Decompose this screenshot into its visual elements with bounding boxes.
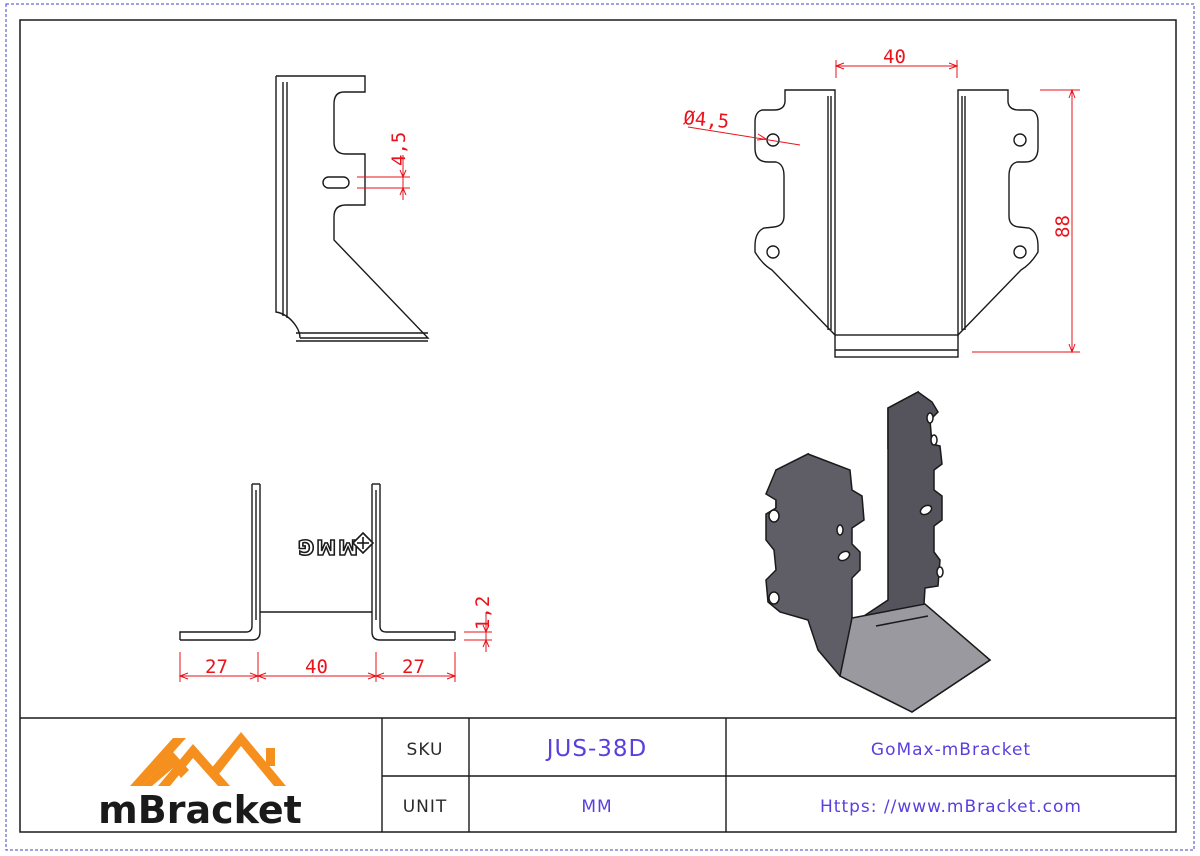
side-view-hole-dim-label: 4,5: [388, 132, 410, 166]
embossed-logo: MMG: [295, 531, 375, 560]
roof-right-icon: [210, 732, 286, 786]
front-view-hole-dimension: [687, 126, 801, 146]
sku-value: JUS-38D: [545, 736, 648, 762]
bottom-view-flange-dimensions: [178, 652, 457, 682]
iso-seat: [839, 603, 992, 713]
sku-label: SKU: [407, 740, 444, 760]
bottom-view-right-flange-label: 27: [402, 656, 425, 678]
bottom-view-thickness-dimension: [464, 612, 492, 652]
roof-left-icon: [130, 738, 186, 786]
brand-logo: mBracket: [98, 732, 302, 832]
side-view: [275, 75, 430, 342]
company-name: GoMax-mBracket: [871, 740, 1031, 760]
front-view-width-dim-label: 40: [883, 46, 906, 68]
bottom-view-thickness-label: 1,2: [472, 596, 494, 630]
side-view-hole-dimension: [357, 155, 410, 200]
front-view-height-dim-label: 88: [1052, 215, 1074, 238]
bottom-view-left-flange-label: 27: [205, 656, 228, 678]
drawing-frame: [19, 19, 1177, 833]
roof-center-icon: [158, 744, 230, 786]
unit-value: MM: [581, 797, 612, 817]
embossed-logo-emblem: [351, 531, 375, 555]
front-view: [754, 89, 1039, 358]
bottom-view: [179, 483, 456, 641]
website-url: Https: //www.mBracket.com: [820, 797, 1082, 817]
front-view-width-dimension: [834, 60, 959, 78]
embossed-logo-text: MMG: [296, 535, 358, 559]
bottom-view-center-label: 40: [305, 656, 328, 678]
front-view-height-dimension: [972, 88, 1080, 354]
isometric-view: [765, 390, 992, 713]
front-view-hole-dim-label: Ø4,5: [683, 107, 731, 133]
logo-text: mBracket: [98, 788, 302, 832]
title-block: [20, 717, 1176, 832]
unit-label: UNIT: [403, 797, 448, 817]
chimney-icon: [266, 748, 275, 766]
page-border: [5, 3, 1195, 851]
